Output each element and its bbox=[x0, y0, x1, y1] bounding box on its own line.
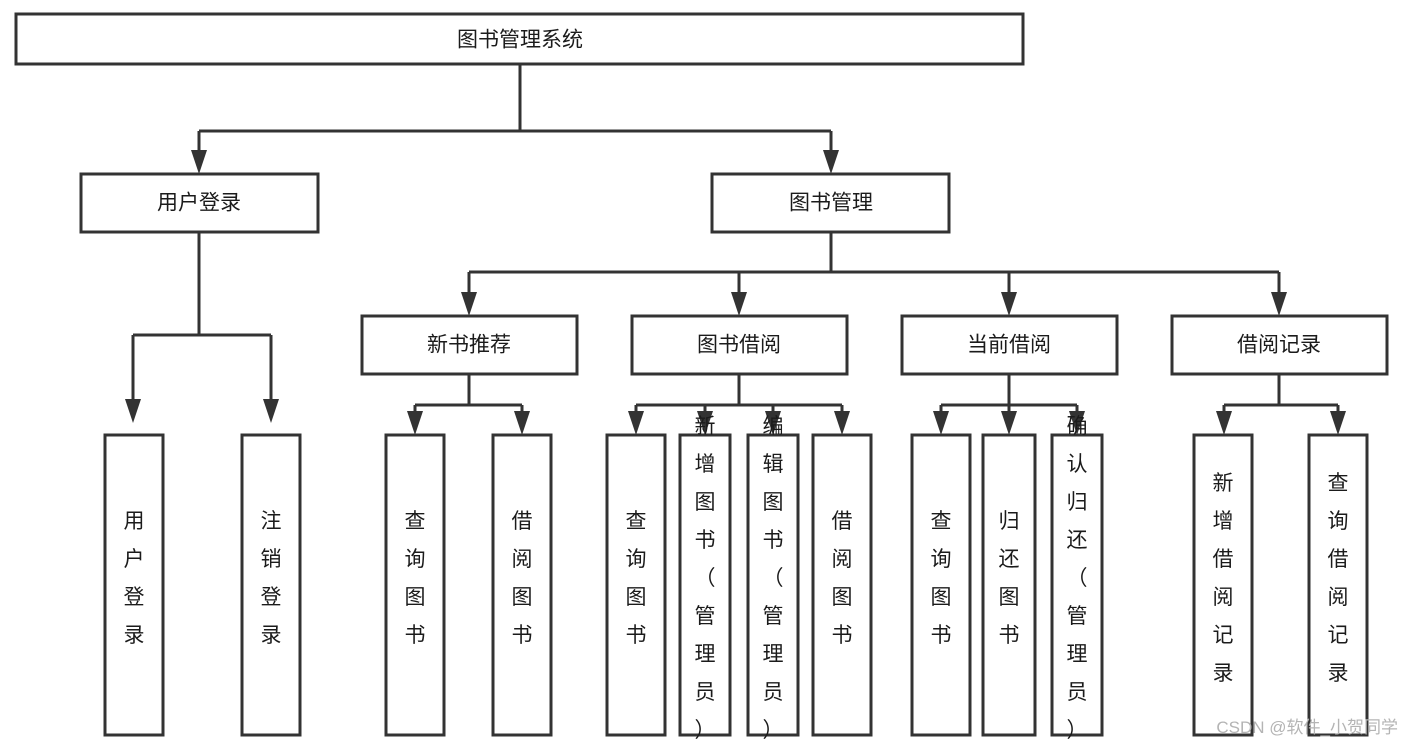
leaf-edit-book[interactable]: 编辑图书（管理员） bbox=[746, 415, 800, 742]
node-book-mgmt-box[interactable] bbox=[710, 172, 951, 234]
leaf-edit-book-box[interactable] bbox=[746, 433, 800, 737]
leaf-query-book-2-box[interactable] bbox=[605, 433, 667, 737]
node-root[interactable]: 图书管理系统 bbox=[14, 12, 1025, 66]
leaf-borrow-book-2-label: 借阅图书 bbox=[832, 510, 853, 647]
leaf-query-record[interactable]: 查询借阅记录 bbox=[1307, 433, 1369, 737]
node-new-book-recommend-label: 新书推荐 bbox=[427, 334, 511, 357]
arrow-head-leaf-add-record bbox=[1216, 411, 1232, 435]
leaf-user-login-label: 用户登录 bbox=[124, 510, 145, 647]
leaf-borrow-book-2-box[interactable] bbox=[811, 433, 873, 737]
node-user-login-label: 用户登录 bbox=[157, 192, 241, 215]
arrow-head-book-mgmt bbox=[823, 150, 839, 174]
leaf-return-book[interactable]: 归还图书 bbox=[981, 433, 1037, 737]
arrow-head-book-borrow bbox=[731, 292, 747, 316]
arrow-head-new-book-recommend bbox=[461, 292, 477, 316]
leaf-add-book-label: 新增图书（管理员） bbox=[695, 415, 716, 742]
arrow-head-leaf-borrow-book-1 bbox=[514, 411, 530, 435]
leaf-query-record-label: 查询借阅记录 bbox=[1328, 472, 1349, 685]
leaf-logout-login[interactable]: 注销登录 bbox=[240, 433, 302, 737]
leaf-query-book-2[interactable]: 查询图书 bbox=[605, 433, 667, 737]
leaf-query-book-1[interactable]: 查询图书 bbox=[384, 433, 446, 737]
node-book-borrow-label: 图书借阅 bbox=[697, 334, 781, 357]
leaf-query-book-1-box[interactable] bbox=[384, 433, 446, 737]
arrow-head-leaf-query-book-3 bbox=[933, 411, 949, 435]
leaf-logout-login-label: 注销登录 bbox=[261, 510, 282, 647]
leaf-add-record-label: 新增借阅记录 bbox=[1213, 472, 1234, 685]
leaf-add-record-box[interactable] bbox=[1192, 433, 1254, 737]
node-book-borrow[interactable]: 图书借阅 bbox=[630, 314, 849, 376]
leaf-add-book[interactable]: 新增图书（管理员） bbox=[678, 415, 732, 742]
leaf-confirm-return-label: 确认归还（管理员） bbox=[1067, 415, 1088, 742]
connector-layer bbox=[125, 64, 1346, 435]
node-borrow-record-box[interactable] bbox=[1170, 314, 1389, 376]
arrow-head-leaf-edit-book bbox=[765, 411, 781, 435]
leaf-return-book-box[interactable] bbox=[981, 433, 1037, 737]
leaf-confirm-return[interactable]: 确认归还（管理员） bbox=[1050, 415, 1104, 742]
leaf-user-login-box[interactable] bbox=[103, 433, 165, 737]
node-user-login-box[interactable] bbox=[79, 172, 320, 234]
arrow-head-leaf-add-book bbox=[697, 411, 713, 435]
leaf-return-book-label: 归还图书 bbox=[999, 510, 1020, 647]
node-root-box[interactable] bbox=[14, 12, 1025, 66]
arrow-head-current-borrow bbox=[1001, 292, 1017, 316]
arrow-head-leaf-query-book-1 bbox=[407, 411, 423, 435]
leaf-query-book-3-box[interactable] bbox=[910, 433, 972, 737]
arrow-head-leaf-query-record bbox=[1330, 411, 1346, 435]
leaf-add-book-box[interactable] bbox=[678, 433, 732, 737]
leaf-logout-login-box[interactable] bbox=[240, 433, 302, 737]
node-new-book-recommend[interactable]: 新书推荐 bbox=[360, 314, 579, 376]
leaf-edit-book-label: 编辑图书（管理员） bbox=[763, 415, 784, 742]
leaf-borrow-book-1-label: 借阅图书 bbox=[512, 510, 533, 647]
arrow-head-leaf-confirm-return bbox=[1069, 411, 1085, 435]
arrow-head-leaf-query-book-2 bbox=[628, 411, 644, 435]
leaf-borrow-book-1-box[interactable] bbox=[491, 433, 553, 737]
node-borrow-record-label: 借阅记录 bbox=[1237, 334, 1321, 357]
node-book-borrow-box[interactable] bbox=[630, 314, 849, 376]
node-book-mgmt[interactable]: 图书管理 bbox=[710, 172, 951, 234]
node-current-borrow[interactable]: 当前借阅 bbox=[900, 314, 1119, 376]
leaf-query-book-1-label: 查询图书 bbox=[405, 510, 426, 647]
leaf-confirm-return-box[interactable] bbox=[1050, 433, 1104, 737]
leaf-borrow-book-2[interactable]: 借阅图书 bbox=[811, 433, 873, 737]
node-borrow-record[interactable]: 借阅记录 bbox=[1170, 314, 1389, 376]
arrow-head-user-login bbox=[191, 150, 207, 174]
node-root-label: 图书管理系统 bbox=[457, 29, 583, 52]
arrow-head-leaf-borrow-book-2 bbox=[834, 411, 850, 435]
leaf-query-book-3[interactable]: 查询图书 bbox=[910, 433, 972, 737]
node-user-login[interactable]: 用户登录 bbox=[79, 172, 320, 234]
leaf-add-record[interactable]: 新增借阅记录 bbox=[1192, 433, 1254, 737]
node-current-borrow-label: 当前借阅 bbox=[967, 334, 1051, 357]
node-book-mgmt-label: 图书管理 bbox=[789, 192, 873, 215]
leaf-query-record-box[interactable] bbox=[1307, 433, 1369, 737]
arrow-head-borrow-record bbox=[1271, 292, 1287, 316]
leaf-query-book-2-label: 查询图书 bbox=[626, 510, 647, 647]
leaf-borrow-book-1[interactable]: 借阅图书 bbox=[491, 433, 553, 737]
arrow-head-leaf-logout-login bbox=[263, 399, 279, 423]
leaf-user-login[interactable]: 用户登录 bbox=[103, 433, 165, 737]
node-new-book-recommend-box[interactable] bbox=[360, 314, 579, 376]
node-current-borrow-box[interactable] bbox=[900, 314, 1119, 376]
csdn-watermark: CSDN @软件_小贺同学 bbox=[1216, 718, 1398, 737]
arrow-head-leaf-user-login bbox=[125, 399, 141, 423]
arrow-head-leaf-return-book bbox=[1001, 411, 1017, 435]
leaf-query-book-3-label: 查询图书 bbox=[931, 510, 952, 647]
